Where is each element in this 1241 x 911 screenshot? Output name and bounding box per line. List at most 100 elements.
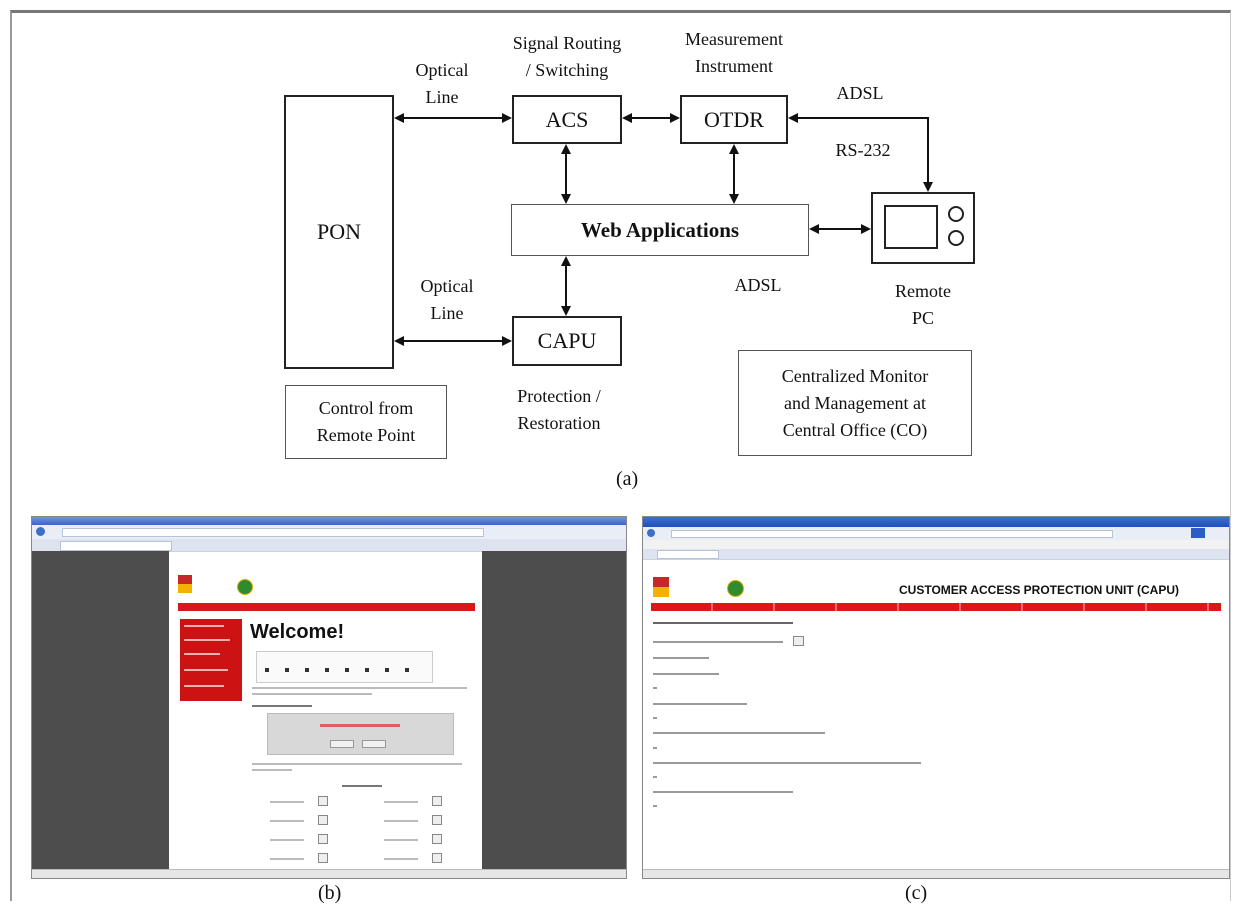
measurement-label: Measurement Instrument — [685, 29, 783, 76]
b-menu-item-2[interactable] — [184, 639, 230, 641]
c-breakdown-line-3 — [653, 762, 921, 764]
b-active-tab — [60, 541, 172, 551]
caption-b: (b) — [318, 882, 342, 904]
b-menu-item-5[interactable] — [184, 685, 224, 687]
b-line-row-3a — [270, 839, 304, 841]
b-line-checkbox-4a[interactable] — [318, 853, 328, 863]
remote-pc-icon — [871, 192, 975, 264]
c-normal-condition-line — [653, 673, 719, 675]
b-action-button-1[interactable] — [330, 740, 354, 748]
capu-box: CAPU — [512, 316, 622, 366]
b-section-title — [252, 705, 312, 707]
c-emblem-logo — [727, 580, 744, 597]
b-line-row-2b — [384, 820, 418, 822]
b-line-indicator-panel — [256, 651, 433, 683]
b-line-row-4b — [384, 858, 418, 860]
optical-line-bottom-label: Optical Line — [420, 276, 474, 323]
b-line-row-1b — [384, 801, 418, 803]
c-back-icon — [647, 529, 655, 537]
c-value-3 — [653, 747, 657, 749]
caption-a: (a) — [616, 468, 639, 490]
c-active-tab — [657, 550, 719, 559]
pc-knob-top — [948, 206, 964, 222]
c-address-bar — [643, 527, 1229, 541]
caption-c: (c) — [905, 882, 928, 904]
web-applications-box: Web Applications — [511, 204, 809, 256]
b-line-checkbox-2b[interactable] — [432, 815, 442, 825]
figure-frame — [10, 10, 1231, 901]
b-line-row-3b — [384, 839, 418, 841]
otdr-box: OTDR — [680, 95, 788, 144]
b-top-red-bar — [178, 603, 475, 611]
control-remote-point-box: Control from Remote Point — [285, 385, 447, 459]
c-url-field — [671, 530, 1113, 538]
b-line-row-2a — [270, 820, 304, 822]
b-back-icon — [36, 527, 45, 536]
b-left-menu — [180, 619, 242, 701]
b-line-checkbox-2a[interactable] — [318, 815, 328, 825]
centralized-monitor-label: Centralized Monitor and Management at Ce… — [781, 365, 929, 440]
c-tab-bar — [643, 549, 1229, 560]
b-line-checkbox-1a[interactable] — [318, 796, 328, 806]
c-statusbar — [643, 869, 1229, 878]
c-status-line — [653, 657, 709, 659]
centralized-monitor-box: Centralized Monitor and Management at Ce… — [738, 350, 972, 456]
b-status-panel — [267, 713, 454, 755]
b-info-text-2 — [252, 693, 372, 695]
pc-knob-bottom — [948, 230, 964, 246]
b-left-gutter — [32, 551, 169, 872]
b-table-header — [342, 785, 382, 787]
b-menu-item-3[interactable] — [184, 653, 220, 655]
b-tab-bar — [32, 539, 626, 552]
c-value-1 — [653, 687, 657, 689]
remote-pc-label: Remote PC — [895, 281, 951, 328]
b-emblem-logo — [237, 579, 253, 595]
arrow-otdr-remote-pc — [788, 113, 933, 192]
b-note-text-2 — [252, 769, 292, 771]
c-search-button[interactable] — [1191, 528, 1205, 538]
b-menu-item-1[interactable] — [184, 625, 224, 627]
acs-label: ACS — [545, 106, 589, 132]
screenshot-c-browser: CUSTOMER ACCESS PROTECTION UNIT (CAPU) — [642, 516, 1230, 879]
b-line-checkbox-4b[interactable] — [432, 853, 442, 863]
c-breakdown-line-2 — [653, 732, 825, 734]
pc-screen — [884, 205, 938, 249]
capu-label: CAPU — [537, 328, 597, 353]
c-university-logo — [653, 577, 669, 597]
pon-label: PON — [316, 219, 361, 244]
optical-line-top-label: Optical Line — [415, 60, 469, 107]
c-breakdown-line-1 — [653, 703, 747, 705]
b-note-text-1 — [252, 763, 462, 765]
b-status-text — [320, 724, 400, 727]
b-menu-item-4[interactable] — [184, 669, 228, 671]
b-line-checkbox-1b[interactable] — [432, 796, 442, 806]
c-page-title: CUSTOMER ACCESS PROTECTION UNIT (CAPU) — [899, 583, 1180, 597]
b-action-button-2[interactable] — [362, 740, 386, 748]
b-line-row-1a — [270, 801, 304, 803]
c-combination-button[interactable] — [793, 636, 804, 646]
adsl-top-label: ADSL — [836, 83, 884, 103]
screenshot-b-browser: Welcome! — [31, 516, 627, 879]
c-value-5 — [653, 805, 657, 807]
b-url-field — [62, 528, 484, 537]
otdr-label: OTDR — [704, 106, 764, 132]
b-right-gutter — [482, 551, 626, 872]
protection-restoration-label: Protection / Restoration — [517, 386, 601, 433]
b-titlebar — [32, 517, 626, 525]
control-remote-point-label: Control from Remote Point — [316, 398, 416, 445]
b-statusbar — [32, 869, 626, 878]
acs-box: ACS — [512, 95, 622, 144]
b-line-checkbox-3a[interactable] — [318, 834, 328, 844]
web-applications-label: Web Applications — [580, 217, 740, 242]
c-titlebar — [643, 517, 1229, 527]
c-combination-row — [653, 641, 783, 643]
b-line-checkbox-3b[interactable] — [432, 834, 442, 844]
c-breakdown-line-4 — [653, 791, 793, 793]
signal-routing-label: Signal Routing / Switching — [512, 33, 622, 80]
b-line-row-4a — [270, 858, 304, 860]
c-section-heading — [653, 622, 793, 624]
pon-box: PON — [284, 95, 394, 369]
b-university-logo — [178, 575, 192, 593]
b-address-bar — [32, 525, 626, 540]
